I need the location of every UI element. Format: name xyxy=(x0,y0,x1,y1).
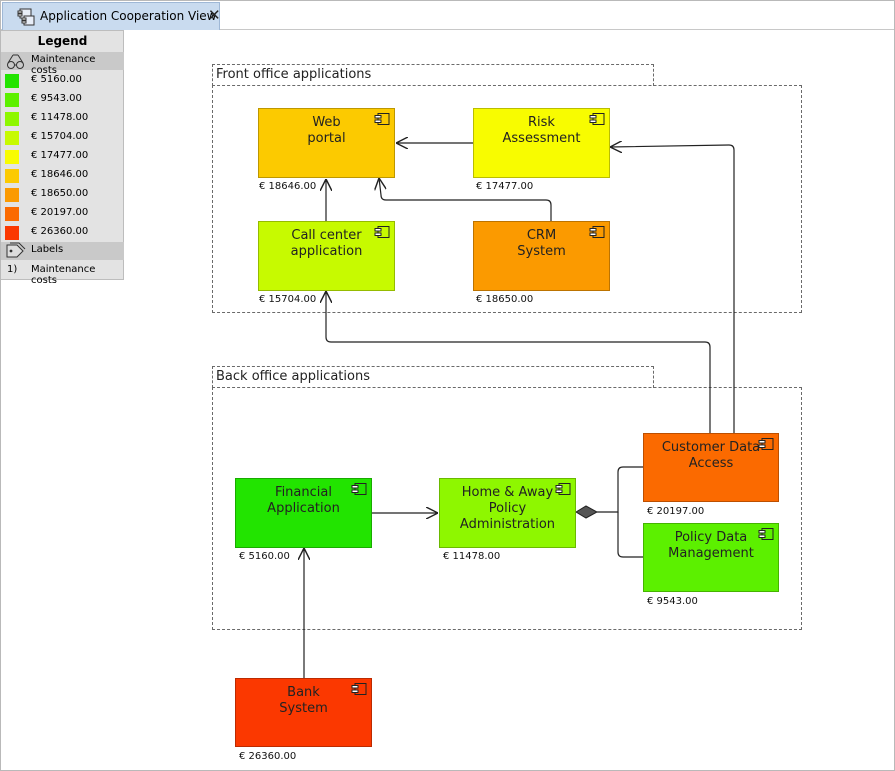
color-swatch xyxy=(5,74,19,88)
component-icon xyxy=(555,483,571,495)
group-label-front-office: Front office applications xyxy=(216,67,372,82)
legend-item: € 18646.00 xyxy=(1,166,124,185)
component-diagram-icon xyxy=(17,8,35,26)
component-icon xyxy=(758,438,774,450)
cost-label: € 15704.00 xyxy=(259,294,317,305)
cost-label: € 11478.00 xyxy=(443,551,501,562)
legend-item: € 15704.00 xyxy=(1,128,124,147)
editor-tab-bar: Application Cooperation View ✕ xyxy=(1,1,894,30)
cost-label: € 17477.00 xyxy=(476,181,534,192)
legend-item-label: € 15704.00 xyxy=(31,131,89,142)
node-web-portal[interactable]: Web portal xyxy=(258,108,395,178)
tab-application-cooperation-view[interactable]: Application Cooperation View ✕ xyxy=(2,2,221,30)
legend-item: € 5160.00 xyxy=(1,71,124,90)
legend-section-label: Maintenance costs xyxy=(31,54,96,76)
flow-crm-to-web[interactable] xyxy=(379,178,552,221)
legend-item-label: € 11478.00 xyxy=(31,112,89,123)
component-icon xyxy=(351,683,367,695)
legend-item: € 18650.00 xyxy=(1,185,124,204)
cost-label: € 18646.00 xyxy=(259,181,317,192)
legend-item-label: € 18650.00 xyxy=(31,188,89,199)
group-tab-front-office xyxy=(212,64,654,86)
node-customer-data-access[interactable]: Customer Data Access xyxy=(643,433,779,502)
legend-item: € 20197.00 xyxy=(1,204,124,223)
cost-label: € 5160.00 xyxy=(239,551,290,562)
tab-title: Application Cooperation View xyxy=(40,9,217,23)
group-front-office-applications[interactable] xyxy=(212,85,802,313)
label-index: 1) xyxy=(7,264,18,275)
node-name: Risk Assessment xyxy=(502,115,581,146)
node-policy-data-management[interactable]: Policy Data Management xyxy=(643,523,779,592)
label-text: Maintenance costs xyxy=(31,264,96,286)
labels-icon xyxy=(6,242,26,258)
color-swatch xyxy=(5,169,19,183)
node-name: Financial Application xyxy=(267,485,340,516)
group-back-office-applications[interactable] xyxy=(212,387,802,630)
node-name: CRM System xyxy=(517,228,566,259)
cost-label: € 26360.00 xyxy=(239,751,297,762)
component-icon xyxy=(589,113,605,125)
component-icon xyxy=(589,226,605,238)
legend-panel: Legend Maintenance costs € 5160.00 € 954… xyxy=(1,30,124,286)
legend-label-row: 1) Maintenance costs xyxy=(1,261,124,286)
flow-customer-data-to-call-center[interactable] xyxy=(326,291,711,433)
node-call-center-application[interactable]: Call center application xyxy=(258,221,395,291)
legend-section-maintenance-costs: Maintenance costs xyxy=(1,52,124,76)
color-swatch xyxy=(5,131,19,145)
glasses-icon xyxy=(7,54,24,69)
color-swatch xyxy=(5,226,19,240)
legend-item-label: € 26360.00 xyxy=(31,226,89,237)
color-swatch xyxy=(5,112,19,126)
node-bank-system[interactable]: Bank System xyxy=(235,678,372,747)
legend-item-label: € 9543.00 xyxy=(31,93,82,104)
node-financial-application[interactable]: Financial Application xyxy=(235,478,372,548)
legend-item-label: € 20197.00 xyxy=(31,207,89,218)
node-name: Policy Data Management xyxy=(668,530,754,561)
close-icon[interactable]: ✕ xyxy=(208,6,221,24)
node-name: Bank System xyxy=(279,685,328,716)
node-name: Web portal xyxy=(307,115,346,146)
legend-section-label: Labels xyxy=(31,244,64,255)
composition-diamond xyxy=(575,505,599,519)
node-risk-assessment[interactable]: Risk Assessment xyxy=(473,108,610,178)
cost-label: € 20197.00 xyxy=(647,506,705,517)
color-swatch xyxy=(5,150,19,164)
group-tab-back-office xyxy=(212,366,654,388)
legend-section-labels: Labels xyxy=(1,242,124,260)
legend-item: € 26360.00 xyxy=(1,223,124,242)
node-name: Home & Away Policy Administration xyxy=(459,485,556,532)
node-name: Call center application xyxy=(290,228,363,259)
component-icon xyxy=(374,226,390,238)
cost-label: € 18650.00 xyxy=(476,294,534,305)
component-icon xyxy=(351,483,367,495)
node-crm-system[interactable]: CRM System xyxy=(473,221,610,291)
color-swatch xyxy=(5,188,19,202)
legend-item: € 17477.00 xyxy=(1,147,124,166)
group-label-back-office: Back office applications xyxy=(216,369,370,384)
node-home-away-policy-administration[interactable]: Home & Away Policy Administration xyxy=(439,478,576,548)
component-icon xyxy=(758,528,774,540)
legend-item-label: € 17477.00 xyxy=(31,150,89,161)
component-icon xyxy=(374,113,390,125)
legend-item: € 11478.00 xyxy=(1,109,124,128)
composition-home-away-policy-data[interactable] xyxy=(617,512,643,558)
color-swatch xyxy=(5,207,19,221)
legend-item-label: € 5160.00 xyxy=(31,74,82,85)
node-name: Customer Data Access xyxy=(661,440,761,471)
flow-customer-data-to-risk[interactable] xyxy=(610,145,735,433)
legend-item-label: € 18646.00 xyxy=(31,169,89,180)
composition-home-away-customer-data[interactable] xyxy=(597,466,643,513)
cost-label: € 9543.00 xyxy=(647,596,698,607)
legend-title: Legend xyxy=(37,34,88,48)
color-swatch xyxy=(5,93,19,107)
legend-item: € 9543.00 xyxy=(1,90,124,109)
